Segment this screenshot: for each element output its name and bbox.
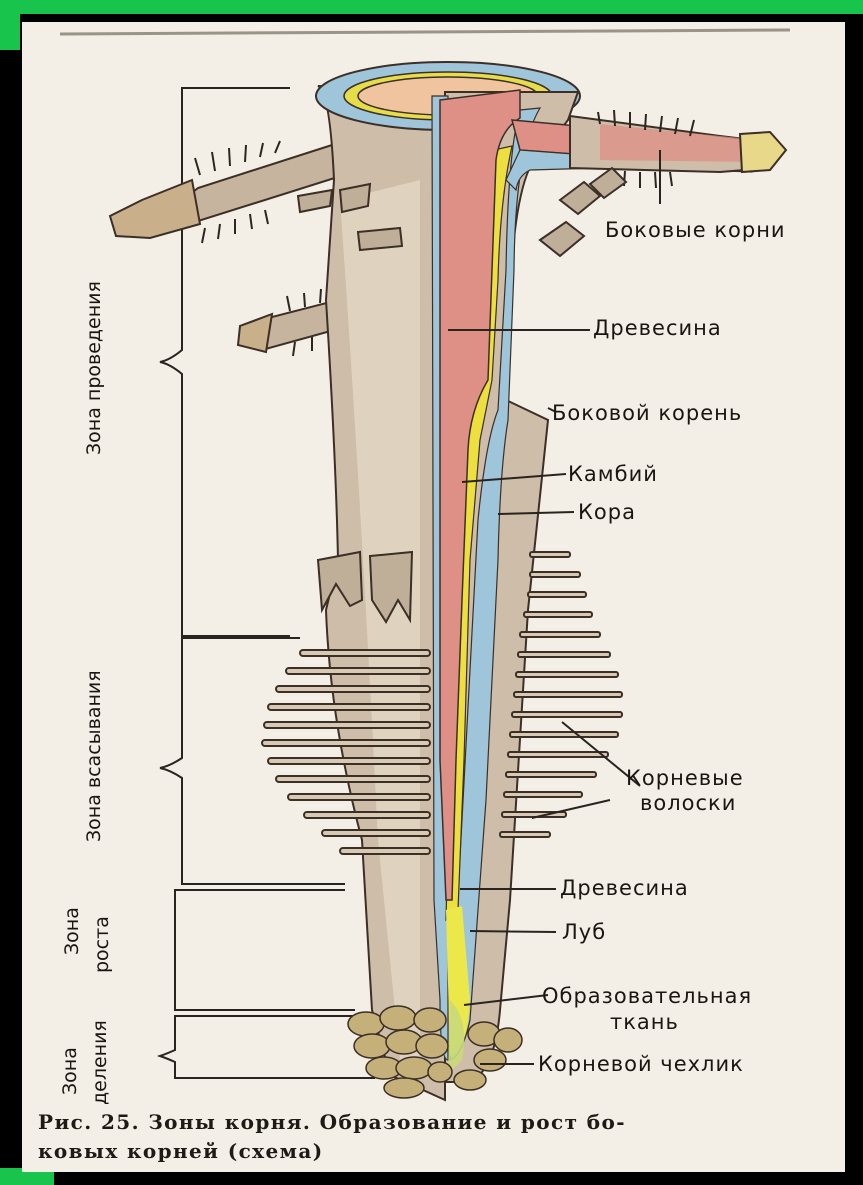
zone-label-division-line2: деления [90, 1020, 112, 1105]
label-wood-upper: Древесина [593, 316, 722, 340]
label-meristem-line2: ткань [610, 1010, 679, 1034]
label-phloem: Луб [562, 920, 606, 944]
zone-label-growth-line1: Зона [62, 907, 84, 955]
label-cambium: Камбий [568, 462, 658, 486]
label-root-hairs-line2: волоски [640, 791, 736, 815]
label-meristem-line1: Образовательная [542, 984, 752, 1008]
label-lateral-roots: Боковые корни [605, 218, 786, 242]
zone-label-absorption: Зона всасывания [84, 670, 106, 842]
figure-caption: Рис. 25. Зоны корня. Образование и рост … [38, 1108, 818, 1166]
label-wood-lower: Древесина [560, 876, 689, 900]
zone-label-growth-line2: роста [92, 916, 114, 973]
green-top-strip [0, 0, 863, 14]
green-left-accent [0, 14, 20, 50]
label-lateral-root: Боковой корень [552, 401, 742, 425]
zone-label-conduction: Зона проведения [84, 281, 106, 455]
label-cortex: Кора [578, 500, 636, 524]
label-root-cap: Корневой чехлик [538, 1052, 744, 1076]
zone-label-division-line1: Зона [60, 1047, 82, 1095]
caption-line2: ковых корней (схема) [38, 1139, 324, 1163]
caption-line1: Рис. 25. Зоны корня. Образование и рост … [38, 1110, 626, 1134]
label-root-hairs-line1: Корневые [626, 766, 744, 790]
